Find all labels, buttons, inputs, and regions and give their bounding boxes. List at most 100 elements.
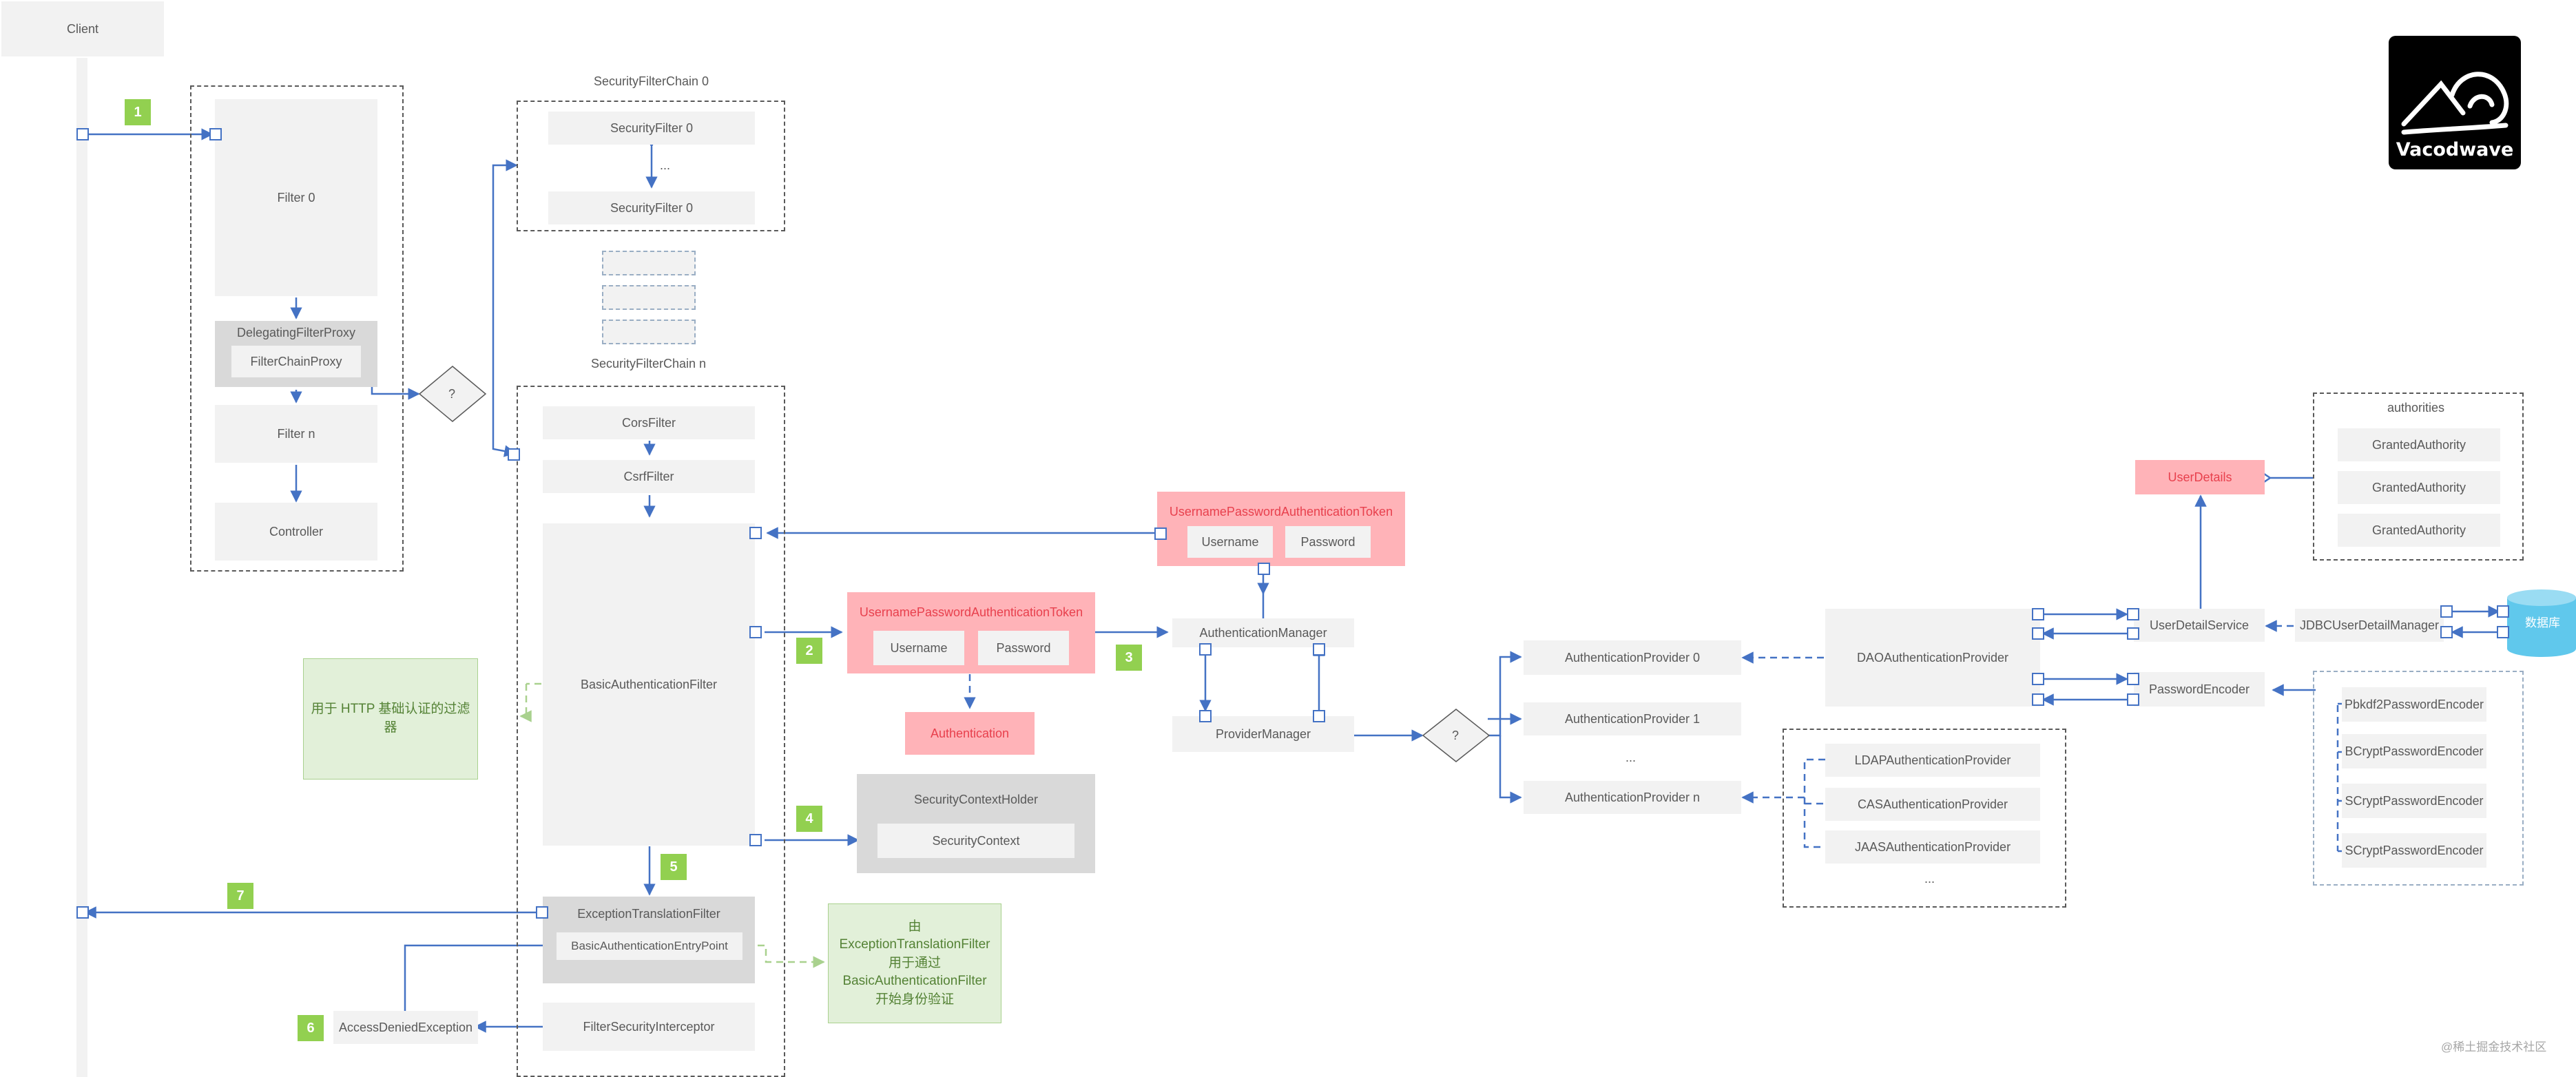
authentication-provider-0-box: AuthenticationProvider 0 [1524, 640, 1741, 675]
security-context-box: SecurityContext [877, 824, 1074, 858]
step-1-badge: 1 [125, 99, 151, 125]
authentication-provider-n-box: AuthenticationProvider n [1524, 781, 1741, 814]
granted-authority-3: GrantedAuthority [2338, 514, 2500, 547]
port [2032, 608, 2044, 620]
security-filter-chain-n [517, 386, 785, 1077]
port [749, 834, 762, 846]
filter-chain-proxy-box: FilterChainProxy [231, 346, 361, 377]
port [536, 906, 548, 919]
ldap-provider-box: LDAPAuthenticationProvider [1825, 744, 2040, 777]
chain-placeholder-3 [602, 320, 696, 344]
servlet-filter-container [190, 85, 404, 572]
provider-decision-label: ? [1452, 729, 1460, 742]
scrypt-encoder-box: SCryptPasswordEncoder [2342, 784, 2486, 818]
step-3-badge: 3 [1116, 645, 1142, 671]
vacodwave-logo: Vacodwave [2389, 36, 2521, 169]
port [1258, 563, 1270, 575]
token-mid-title: UsernamePasswordAuthenticationToken [859, 605, 1083, 619]
filter-n-box: Filter n [215, 405, 377, 463]
token-top-username: Username [1187, 526, 1273, 558]
jaas-provider-box: JAASAuthenticationProvider [1825, 830, 2040, 864]
port [2497, 626, 2509, 638]
access-denied-exception-box: AccessDeniedException [333, 1011, 478, 1044]
port [2127, 693, 2139, 706]
filter-security-interceptor-box: FilterSecurityInterceptor [543, 1003, 755, 1051]
user-details-box: UserDetails [2135, 460, 2265, 494]
port [2127, 608, 2139, 620]
exception-translation-filter-label: ExceptionTranslationFilter [577, 907, 720, 921]
authentication-box: Authentication [905, 712, 1035, 755]
granted-authority-2: GrantedAuthority [2338, 471, 2500, 504]
port [1154, 527, 1167, 540]
pbkdf2-encoder-box: Pbkdf2PasswordEncoder [2342, 687, 2486, 722]
step-4-badge: 4 [796, 806, 822, 832]
port [209, 128, 222, 140]
basic-authentication-filter-box: BasicAuthenticationFilter [543, 523, 755, 846]
chain-decision-diamond [418, 366, 487, 422]
chain-0-ellipsis: ... [660, 158, 671, 172]
authorities-container [2313, 393, 2524, 561]
port [749, 626, 762, 638]
token-mid-username: Username [873, 631, 964, 665]
bcrypt-encoder-box: BCryptPasswordEncoder [2342, 734, 2486, 768]
delegating-filter-proxy-label: DelegatingFilterProxy [236, 326, 356, 339]
token-top-title: UsernamePasswordAuthenticationToken [1169, 505, 1393, 519]
port [2032, 627, 2044, 640]
controller-box: Controller [215, 503, 377, 561]
basic-entry-point-box: BasicAuthenticationEntryPoint [557, 932, 742, 960]
providers-ellipsis: ... [1625, 751, 1637, 764]
encoders-container [2313, 671, 2524, 886]
authorities-title: authorities [2387, 401, 2445, 415]
wave-logo-icon [2401, 72, 2509, 135]
port [1199, 643, 1212, 656]
port [2497, 605, 2509, 618]
user-detail-service-box: UserDetailService [2134, 609, 2265, 642]
chain-0-title: SecurityFilterChain 0 [594, 74, 709, 88]
security-filter-0-box: SecurityFilter 0 [548, 112, 755, 145]
port [749, 527, 762, 539]
password-encoder-box: PasswordEncoder [2134, 672, 2265, 707]
provider-implementations-container [1783, 729, 2066, 908]
port [2127, 673, 2139, 685]
port [1199, 710, 1212, 722]
impl-providers-ellipsis: ... [1924, 872, 1935, 886]
port [1313, 643, 1325, 656]
logo-text: Vacodwave [2396, 139, 2514, 160]
step-2-badge: 2 [796, 638, 822, 664]
watermark-text: @稀土掘金技术社区 [2441, 1041, 2547, 1054]
cas-provider-box: CASAuthenticationProvider [1825, 788, 2040, 821]
chain-decision-label: ? [448, 387, 456, 401]
jdbc-user-detail-manager-box: JDBCUserDetailManager [2295, 609, 2444, 642]
security-filter-chain-0 [517, 101, 785, 231]
authentication-label: Authentication [930, 726, 1010, 740]
granted-authority-1: GrantedAuthority [2338, 428, 2500, 461]
port [76, 128, 89, 140]
chain-n-title: SecurityFilterChain n [591, 357, 707, 370]
database-icon [2507, 589, 2576, 657]
authentication-provider-1-box: AuthenticationProvider 1 [1524, 702, 1741, 735]
dao-authentication-provider-box: DAOAuthenticationProvider [1825, 609, 2040, 707]
step-5-badge: 5 [661, 854, 687, 880]
csrf-filter-box: CsrfFilter [543, 460, 755, 493]
port [1313, 710, 1325, 722]
port [2440, 626, 2453, 638]
filter-0-box: Filter 0 [215, 99, 377, 296]
step-7-badge: 7 [227, 883, 253, 909]
scrypt-encoder-2-box: SCryptPasswordEncoder [2342, 833, 2486, 868]
client-lifeline [76, 58, 87, 1077]
security-context-holder-label: SecurityContextHolder [913, 793, 1039, 806]
authentication-manager-box: AuthenticationManager [1172, 618, 1354, 647]
port [2127, 627, 2139, 640]
port [508, 448, 520, 461]
basic-filter-note: 用于 HTTP 基础认证的过滤器 [303, 658, 478, 780]
database-label: 数据库 [2525, 616, 2560, 629]
chain-placeholder-2 [602, 285, 696, 310]
port [76, 906, 89, 919]
port [2440, 605, 2453, 618]
cors-filter-box: CorsFilter [543, 406, 755, 439]
security-filter-0b-box: SecurityFilter 0 [548, 191, 755, 224]
port [2032, 693, 2044, 706]
port [2032, 673, 2044, 685]
